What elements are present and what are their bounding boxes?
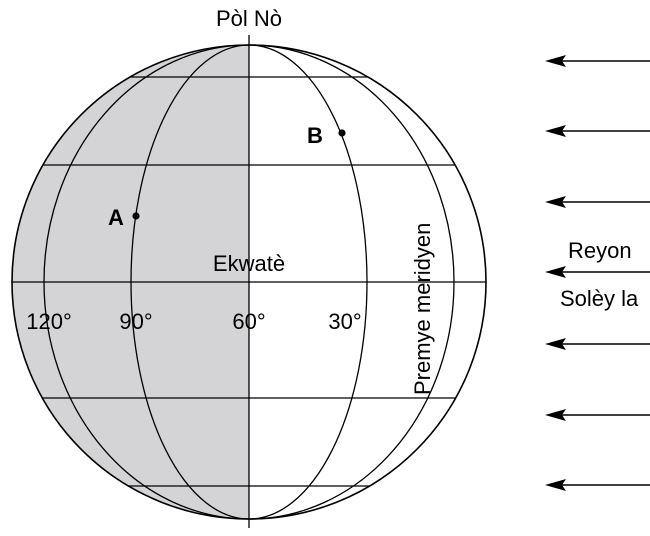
longitude-label-120: 120°: [26, 309, 72, 334]
sun-rays-label-line2: Solèy la: [560, 286, 639, 311]
sun-rays-label-line1: Reyon: [568, 238, 632, 263]
longitude-label-60: 60°: [232, 309, 265, 334]
prime-meridian-label: Premye meridyen: [410, 223, 435, 395]
sun-ray-arrow: [545, 266, 650, 278]
sun-ray-arrow: [545, 196, 650, 208]
sun-ray-arrow: [545, 125, 650, 137]
sun-ray-arrow: [545, 479, 650, 491]
point-b-label: B: [307, 123, 323, 148]
sun-ray-arrow: [545, 409, 650, 421]
sun-ray-arrow: [545, 55, 650, 67]
point-a-label: A: [108, 205, 124, 230]
north-pole-label: Pòl Nò: [216, 6, 282, 31]
longitude-label-30: 30°: [328, 309, 361, 334]
sun-ray-arrows: [545, 55, 650, 491]
point-b-dot: [338, 129, 346, 137]
sun-ray-arrow: [545, 338, 650, 350]
point-a-dot: [132, 212, 140, 220]
longitude-label-90: 90°: [119, 309, 152, 334]
equator-label: Ekwatè: [213, 251, 285, 276]
